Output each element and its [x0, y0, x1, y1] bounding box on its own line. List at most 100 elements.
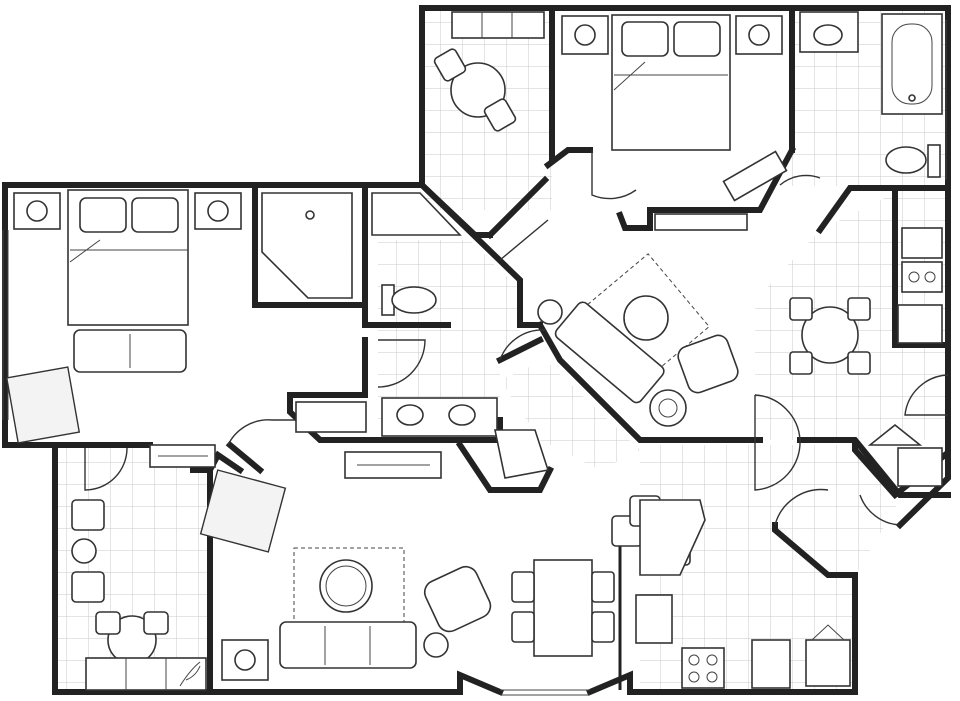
refrigerator: [897, 304, 943, 344]
plant-icon: [179, 661, 201, 687]
armchair: [423, 565, 492, 633]
door-swing: [904, 374, 949, 416]
kitchen: [611, 495, 851, 689]
windows: [2, 20, 947, 696]
washer: [897, 447, 943, 487]
side-table: [423, 632, 449, 658]
drain-icon: [305, 210, 315, 220]
sofa: [279, 621, 417, 669]
burner-icon: [706, 671, 718, 683]
burner-icon: [908, 271, 920, 283]
wall-segment: [495, 335, 545, 365]
wall-segment: [797, 437, 951, 498]
burner-icon: [924, 271, 936, 283]
chair: [789, 297, 813, 321]
desk: [199, 469, 287, 553]
laundry-shelf: [867, 423, 923, 446]
sofa: [554, 301, 665, 404]
chair: [143, 611, 169, 635]
door-swing: [499, 329, 546, 361]
sink-icon: [396, 404, 424, 426]
dryer: [805, 639, 851, 687]
side-table: [71, 538, 97, 564]
wall-segment: [772, 522, 858, 578]
side-table: [649, 389, 687, 427]
kitchen-tile: [640, 445, 900, 690]
pillow: [673, 21, 721, 57]
chair: [789, 351, 813, 375]
wall-segment: [417, 180, 543, 328]
lamp-icon: [748, 24, 770, 46]
side-table: [537, 299, 563, 325]
toilet-tank: [927, 144, 941, 178]
coffee-table-inner: [325, 565, 367, 607]
dresser-tv: [722, 150, 788, 202]
balcony: [71, 499, 207, 691]
lamp-icon: [207, 200, 229, 222]
chaise: [85, 657, 207, 691]
kitchen-counter: [639, 499, 706, 576]
burner-icon: [688, 654, 700, 666]
bed-sheet-fold: [613, 61, 728, 91]
wall-segment: [895, 183, 951, 530]
dresser: [654, 213, 748, 231]
bathtub-basin: [891, 23, 933, 105]
master-bath: [799, 11, 943, 178]
chair: [591, 611, 615, 643]
round-table: [801, 306, 859, 364]
door-swing: [591, 150, 637, 200]
wall-segment: [586, 572, 858, 696]
drain-icon: [908, 94, 916, 102]
wall-segment: [815, 185, 951, 235]
armchair: [5, 366, 81, 444]
door-swing: [377, 339, 426, 388]
door-swing: [499, 219, 549, 261]
pillow: [79, 197, 127, 233]
door-swing: [227, 419, 300, 446]
area-rug: [570, 253, 710, 392]
chair: [433, 48, 467, 82]
sink-icon: [813, 24, 843, 46]
range: [901, 261, 943, 293]
corner-shower: [261, 192, 353, 299]
corner-shower: [371, 192, 462, 236]
second-bedroom: [5, 189, 242, 444]
breakfast-nook: [789, 227, 943, 487]
master-sitting-area: [433, 11, 545, 132]
burner-icon: [706, 654, 718, 666]
refrigerator: [751, 639, 791, 689]
lamp-icon: [574, 24, 596, 46]
coffee-table: [623, 295, 669, 341]
wall-segment: [535, 320, 763, 443]
wall-segment: [457, 670, 504, 696]
lamp-icon: [26, 200, 48, 222]
door-swing: [779, 174, 821, 186]
wall-segment: [52, 442, 463, 695]
door-swing: [859, 494, 901, 526]
burner-icon: [688, 671, 700, 683]
door-swing: [84, 447, 128, 491]
doors: [84, 150, 949, 526]
toilet-bowl: [391, 286, 437, 314]
armchair: [677, 334, 739, 394]
range: [681, 647, 725, 689]
toilet-bowl: [885, 146, 927, 174]
lamp-icon: [234, 649, 256, 671]
chair: [847, 351, 871, 375]
wall-segment: [485, 175, 550, 240]
wall-segment: [362, 302, 451, 328]
kitchen-sink: [635, 594, 673, 644]
door-swing: [754, 394, 801, 491]
chair: [95, 611, 121, 635]
chair: [511, 611, 535, 643]
lamp-icon: [658, 398, 678, 418]
wall-segment: [616, 145, 797, 231]
foyer-closet: [494, 429, 550, 479]
chair: [591, 571, 615, 603]
chair: [847, 297, 871, 321]
door-swing: [774, 488, 829, 526]
chair: [483, 98, 517, 132]
living-room: [537, 253, 739, 427]
wall-segment: [419, 5, 951, 189]
